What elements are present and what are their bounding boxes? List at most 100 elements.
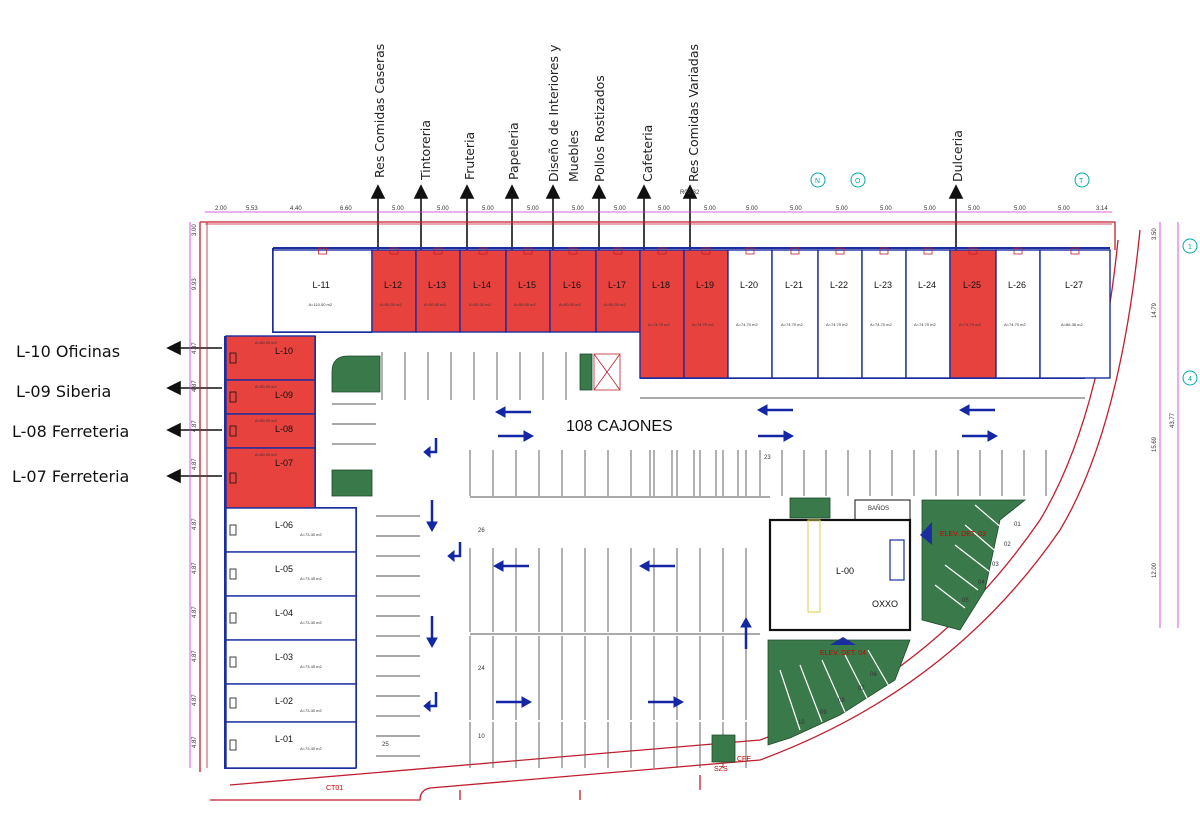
- door-marker-icon: [229, 352, 237, 364]
- elevation-detail-label: ELEV. DET. 04: [820, 650, 866, 657]
- parking-count-label: 108 CAJONES: [566, 418, 673, 435]
- unit-l-22: L-22A=74.70 m2: [817, 247, 863, 379]
- dimension-label: 43.77: [1170, 412, 1176, 428]
- unit-l-04: L-04A=73.40 m2: [225, 595, 357, 641]
- unit-area: A=50.00 m2: [255, 418, 277, 423]
- door-marker-icon: [701, 247, 711, 255]
- spot-number: 07: [858, 686, 865, 692]
- dimension-label: 5.00: [392, 206, 404, 212]
- unit-label: L-11: [313, 280, 330, 290]
- unit-area: A=74.70 m2: [781, 322, 803, 327]
- spot-number: 24: [478, 666, 485, 672]
- dimension-label: 4.87: [192, 694, 198, 706]
- unit-label: L-17: [608, 280, 626, 290]
- tenant-label-papeleria: Papeleria: [506, 122, 521, 180]
- unit-label: L-01: [275, 734, 293, 744]
- dimension-label: 4.87: [192, 562, 198, 574]
- unit-area: A=74.70 m2: [826, 322, 848, 327]
- unit-area: A=50.00 m2: [559, 302, 581, 307]
- unit-area: A=74.70 m2: [1004, 322, 1026, 327]
- tenant-label-muebles: Muebles: [566, 130, 581, 182]
- unit-area: A=50.00 m2: [255, 452, 277, 457]
- arrow-up-icon: [413, 184, 429, 250]
- top-dimension-chain: [205, 211, 1112, 225]
- unit-label: L-24: [918, 280, 936, 290]
- arrow-left-icon: [492, 560, 529, 572]
- door-marker-icon: [229, 568, 237, 580]
- spot-number: 25: [382, 742, 389, 748]
- top-small-label: R02.32: [680, 190, 700, 196]
- unit-label: L-03: [275, 652, 293, 662]
- tenant-label-pollos-rostizados: Pollos Rostizados: [592, 75, 607, 182]
- unit-l-14: L-14A=50.00 m2: [459, 247, 507, 333]
- arrow-left-icon: [756, 404, 793, 416]
- traffic-arrows: [423, 404, 999, 713]
- unit-label: L-12: [384, 280, 402, 290]
- unit-label: L-26: [1008, 280, 1026, 290]
- door-marker-icon: [968, 247, 978, 255]
- door-marker-icon: [229, 391, 237, 403]
- tenant-label-l07: L-07 Ferreteria: [12, 467, 129, 486]
- elevation-detail-label: ELEV. DET. 03: [940, 531, 986, 538]
- grid-bubble-label: 1: [1188, 244, 1192, 251]
- arrow-up-icon: [459, 184, 475, 250]
- unit-label: L-05: [275, 564, 293, 574]
- dimension-label: 5.00: [614, 206, 626, 212]
- grid-bubble-label: T: [1079, 178, 1084, 185]
- green-area-planter: [921, 499, 1027, 631]
- unit-label: L-14: [473, 280, 491, 290]
- unit-area: A=50.00 m2: [469, 302, 491, 307]
- green-area-stair: [579, 353, 593, 391]
- unit-l-16: L-16A=50.00 m2: [549, 247, 597, 333]
- dimension-label: 3.00: [192, 224, 198, 236]
- spot-number: 08: [838, 698, 845, 704]
- unit-label: L-04: [275, 608, 293, 618]
- unit-l-06: L-06A=73.40 m2: [225, 507, 357, 553]
- banio-label: BAÑOS: [868, 505, 889, 512]
- arrow-right-icon: [496, 696, 533, 708]
- unit-area: A=73.40 m2: [300, 620, 322, 625]
- elevation-marker-icon: [830, 637, 856, 645]
- dimension-label: 4.87: [192, 420, 198, 432]
- unit-l-18: L-18A=74.70 m2: [639, 247, 685, 379]
- unit-label: L-27: [1065, 280, 1083, 290]
- arrow-up-icon: [504, 184, 520, 250]
- elevation-marker-icon: [920, 522, 932, 545]
- dimension-label: 2.00: [215, 206, 227, 212]
- tenant-label-l09: L-09 Siberia: [16, 382, 111, 401]
- unit-l-26: L-26A=74.70 m2: [995, 247, 1041, 379]
- dimension-label: 5.00: [880, 206, 892, 212]
- dimension-label: 4.87: [192, 458, 198, 470]
- dimension-label: 9.93: [192, 278, 198, 290]
- tenant-label-l08: L-08 Ferreteria: [12, 422, 129, 441]
- dimension-label: 4.87: [192, 606, 198, 618]
- unit-label: L-21: [785, 280, 803, 290]
- door-marker-icon: [613, 247, 623, 255]
- arrow-left-icon: [958, 404, 995, 416]
- arrow-right-icon: [648, 696, 685, 708]
- green-area-stair: [789, 497, 831, 519]
- door-marker-icon: [318, 247, 327, 255]
- spot-number: 23: [764, 455, 771, 461]
- dimension-label: 5.00: [1058, 206, 1070, 212]
- arrow-up-icon: [740, 616, 752, 649]
- tenant-label-cafeteria: Cafeteria: [640, 125, 655, 182]
- arrow-up-icon: [636, 184, 652, 250]
- arrow-up-icon: [948, 184, 964, 250]
- dimension-label: 5.00: [482, 206, 494, 212]
- grid-bubble-label: O: [855, 178, 861, 185]
- unit-l-08: L-08A=50.00 m2: [225, 413, 316, 449]
- dimension-label: 5.00: [746, 206, 758, 212]
- door-marker-icon: [568, 247, 578, 255]
- dimension-label: 12.00: [1152, 562, 1158, 578]
- unit-label: L-08: [275, 424, 293, 434]
- unit-area: A=73.40 m2: [300, 532, 322, 537]
- door-marker-icon: [229, 612, 237, 624]
- door-marker-icon: [229, 524, 237, 536]
- tenant-label-res-comidas-caseras: Res Comidas Caseras: [372, 44, 387, 178]
- unit-area: A=74.70 m2: [914, 322, 936, 327]
- spot-number: 06: [870, 672, 877, 678]
- szs-label: SZS: [714, 766, 728, 773]
